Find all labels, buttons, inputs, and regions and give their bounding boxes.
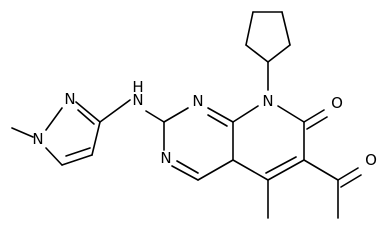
bond: [207, 114, 228, 127]
bond: [340, 174, 362, 188]
bond: [303, 109, 325, 123]
atom-label-h-link: H: [132, 78, 143, 96]
bond: [11, 127, 34, 138]
atom-label-n-pyrimidine-1: N: [192, 92, 203, 110]
bond: [306, 116, 328, 130]
bonds: [11, 11, 362, 219]
bond: [267, 44, 291, 63]
bond: [277, 105, 305, 123]
bond: [245, 44, 269, 63]
atom-label-o-lactam: O: [331, 94, 343, 112]
bond: [91, 121, 101, 156]
bond: [265, 156, 297, 174]
bond: [176, 160, 199, 174]
bond: [45, 147, 63, 166]
atom-label-nh-link: N: [132, 91, 143, 109]
bond: [163, 107, 189, 123]
bond: [45, 107, 63, 131]
bond: [65, 147, 91, 157]
atom-label-n-pyrimidine-3: N: [160, 149, 171, 167]
atom-labels: N N N H N N N O O: [32, 78, 377, 169]
bond: [337, 167, 359, 181]
atom-label-n-pyrazole-1: N: [64, 90, 75, 108]
bond: [232, 105, 259, 123]
bond: [75, 101, 101, 123]
bond: [61, 154, 93, 166]
bond: [232, 159, 269, 181]
atom-label-n-pyridone-8: N: [262, 92, 273, 110]
bond: [281, 11, 291, 46]
atom-label-o-acetyl: O: [365, 151, 377, 169]
bond: [245, 11, 254, 46]
bond: [171, 165, 199, 181]
bond: [267, 159, 305, 181]
bond: [303, 159, 339, 181]
bond: [145, 110, 165, 123]
bond: [77, 109, 95, 125]
atom-label-n-pyrazole-2: N: [32, 130, 43, 148]
bond: [197, 159, 234, 181]
bond: [207, 107, 234, 123]
chemical-structure: N N N H N N N O O: [11, 11, 377, 219]
bond: [99, 99, 131, 123]
